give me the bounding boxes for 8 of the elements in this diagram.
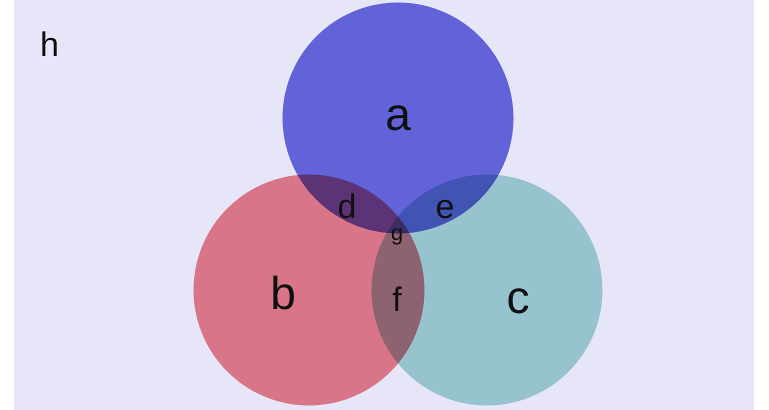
region-label: f xyxy=(392,283,402,317)
set-label: c xyxy=(506,274,530,320)
universe-rectangle xyxy=(14,0,754,410)
set-label: a xyxy=(385,91,411,137)
region-label: d xyxy=(338,190,356,224)
universe-label: h xyxy=(40,28,59,62)
set-label: b xyxy=(270,270,296,316)
region-label: e xyxy=(436,190,454,224)
